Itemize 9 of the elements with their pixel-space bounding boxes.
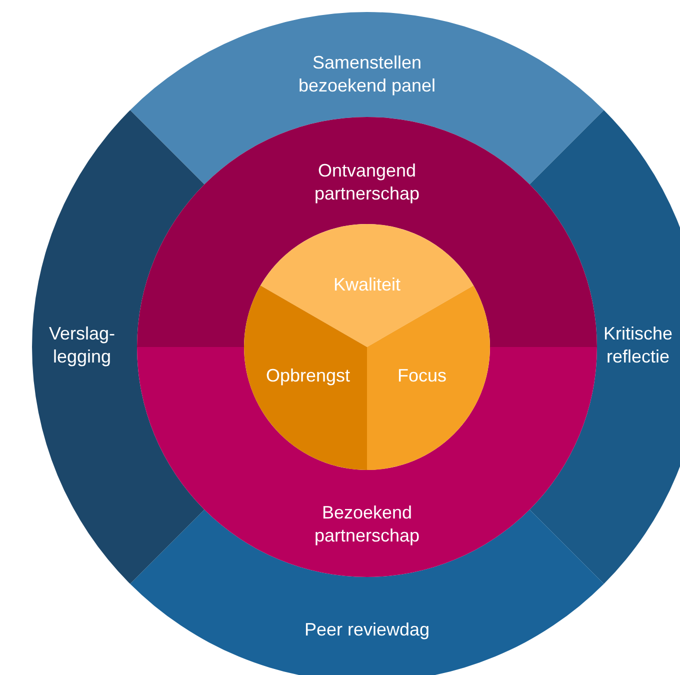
segment-label: Ontvangend partnerschap xyxy=(313,160,421,206)
segment-label: Kritische reflectie xyxy=(602,322,674,369)
segment-label: Kwaliteit xyxy=(333,273,401,296)
segment-label: Peer reviewdag xyxy=(304,618,430,642)
segment-label: Opbrengst xyxy=(266,364,350,388)
segment-label: Samenstellen bezoekend panel xyxy=(297,52,437,98)
segment-label: Verslag- legging xyxy=(48,322,116,369)
segment-label: Bezoekend partnerschap xyxy=(313,502,421,548)
segment-label: Focus xyxy=(397,364,447,388)
